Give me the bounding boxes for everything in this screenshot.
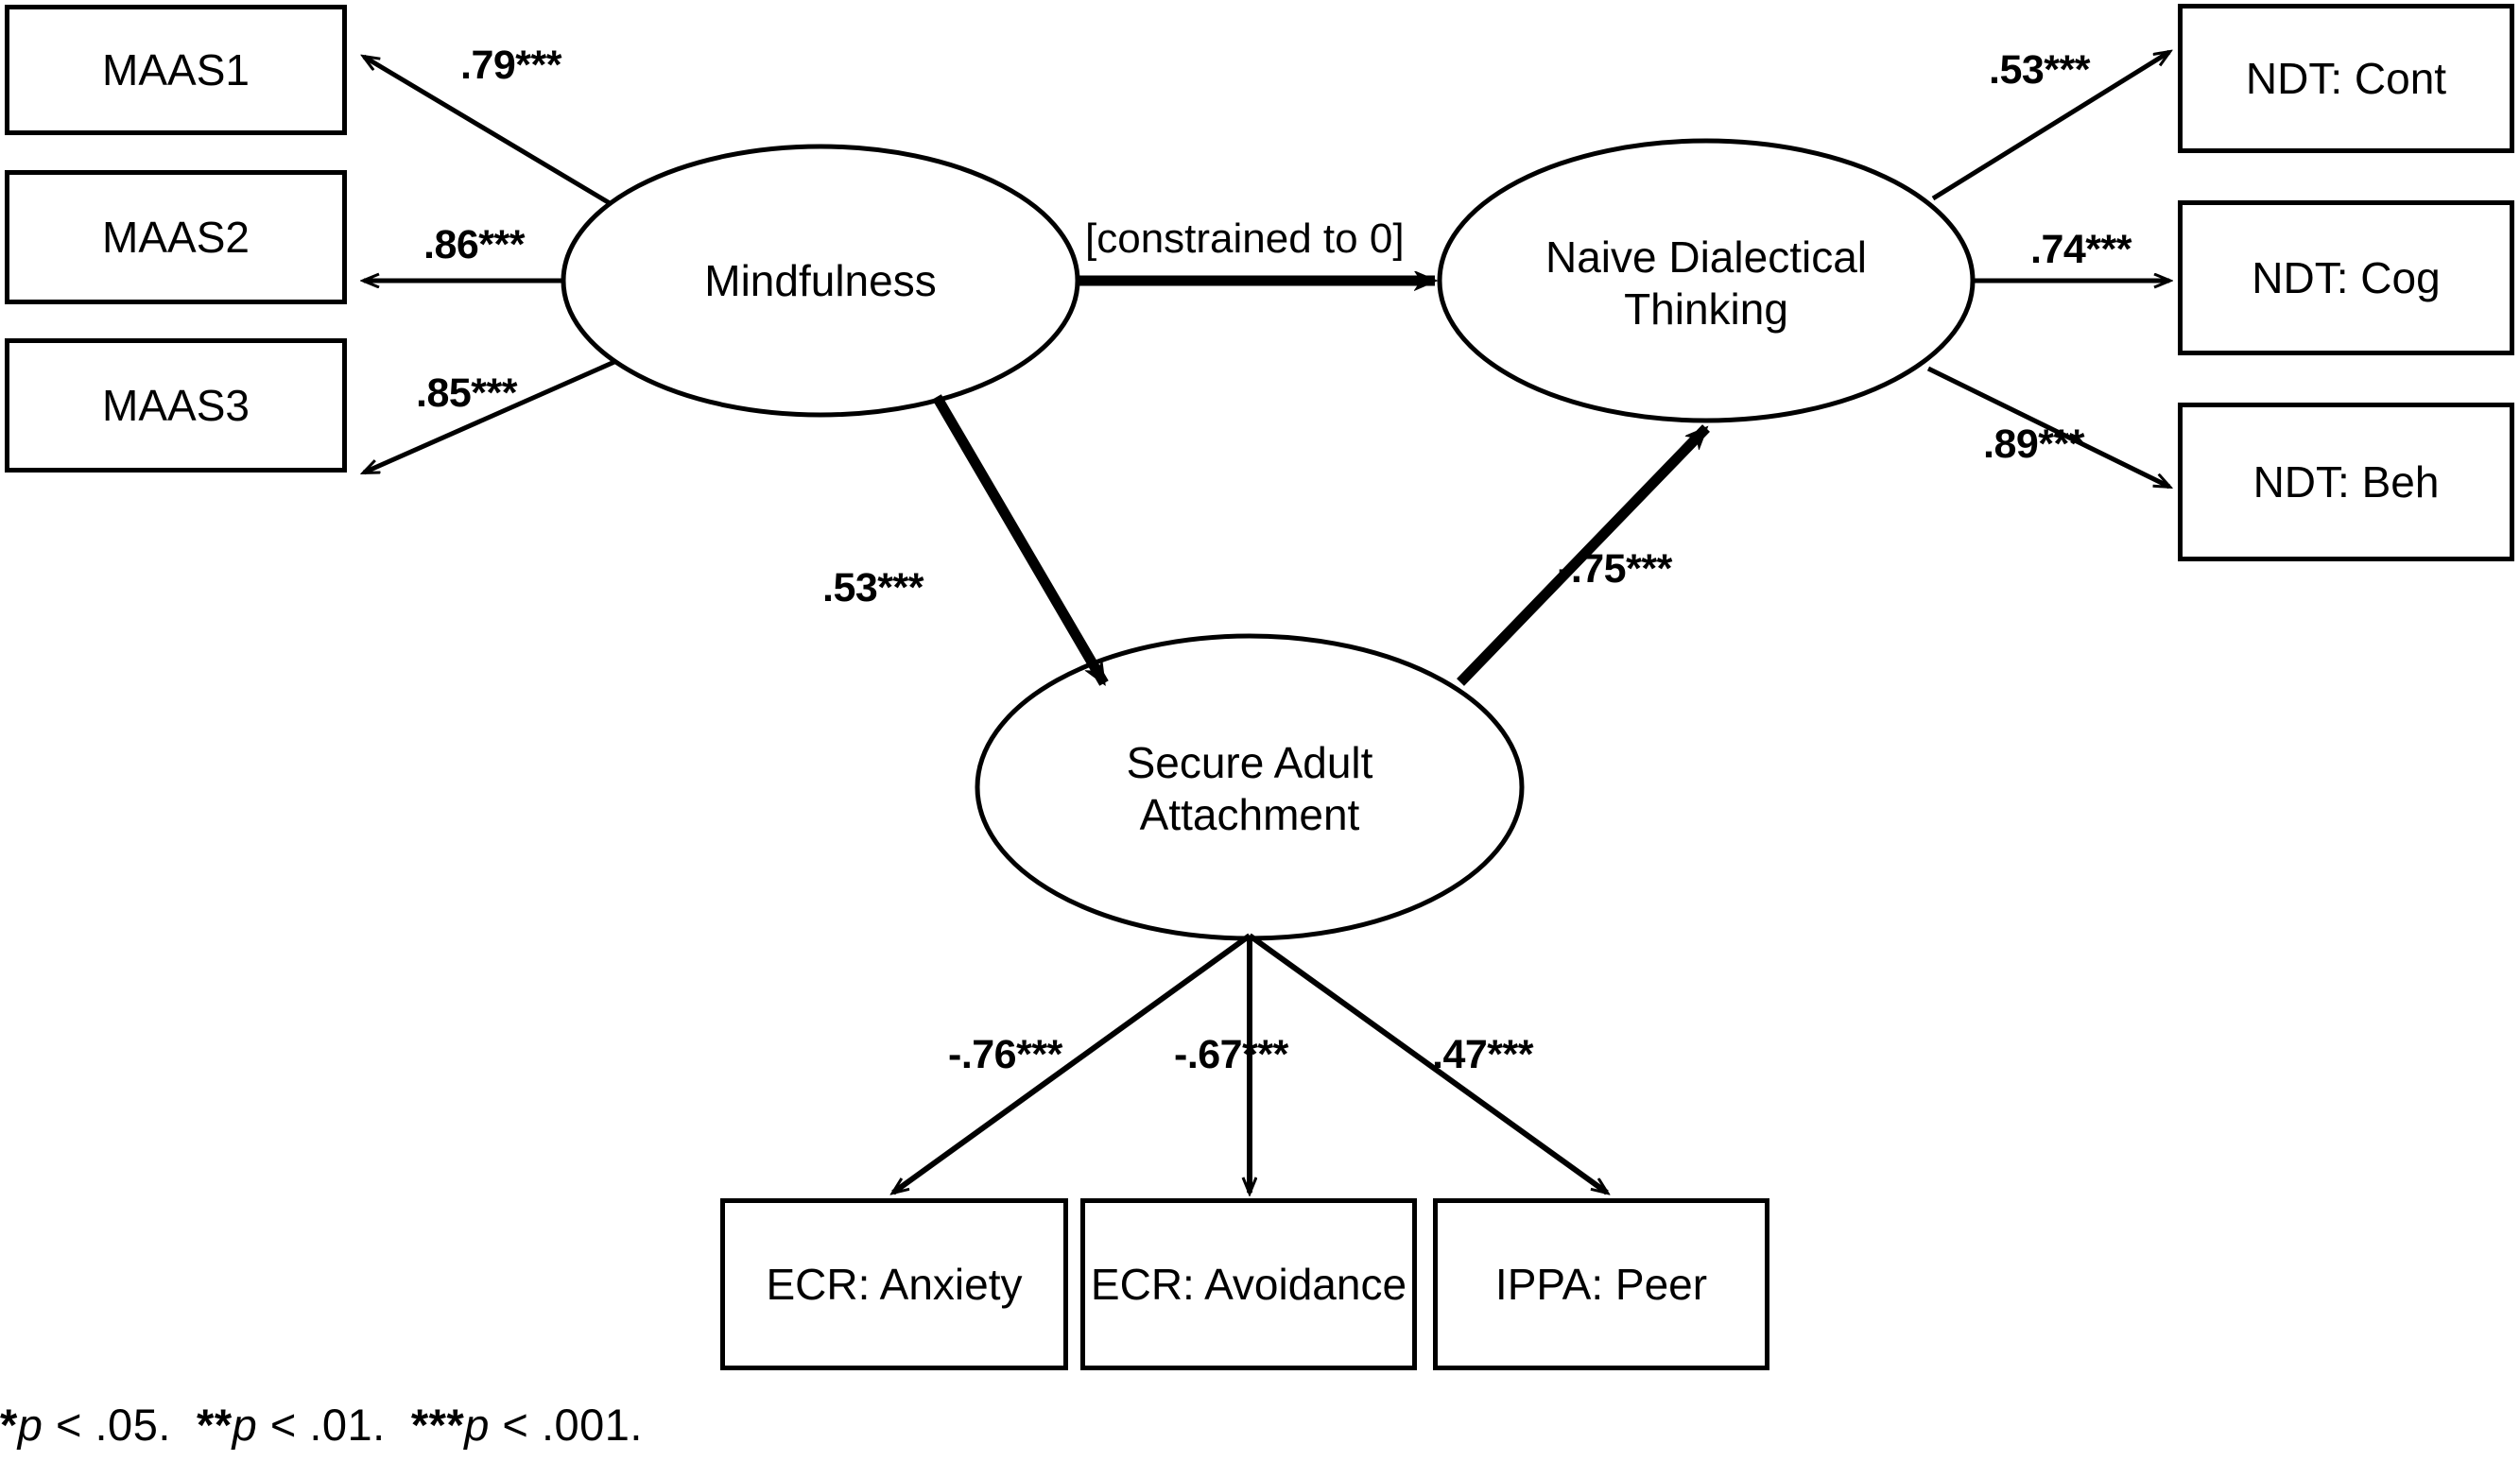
observed-box-ndt-beh-label: NDT: Beh [2252,456,2440,507]
path-label-mindfulness-ndt: [constrained to 0] [1085,215,1405,263]
observed-box-ndt-beh[interactable]: NDT: Beh [2178,403,2514,561]
path-line-attachment-ippapeer [1248,933,1607,1193]
footnote-star-3: *** [410,1400,465,1450]
path-label-attachment-ndt: -.75*** [1558,546,1672,593]
footnote-p-symbol-1: p [17,1400,43,1450]
observed-box-ecr-anxiety-label: ECR: Anxiety [766,1259,1023,1309]
footnote-star-2: ** [197,1400,233,1450]
observed-box-maas2[interactable]: MAAS2 [5,170,347,304]
footnote-p-symbol-3: p [464,1400,490,1450]
path-line-mindfulness-maas3 [364,359,616,475]
observed-box-ndt-cont-label: NDT: Cont [2245,53,2447,103]
path-label-ndt-cont: .53*** [1989,47,2090,94]
latent-ellipse-naive-dialectical-thinking [1437,138,1976,423]
observed-box-ndt-cont[interactable]: NDT: Cont [2178,4,2514,153]
path-label-ndt-beh-text: .89*** [1983,421,2084,467]
observed-box-ecr-avoidance[interactable]: ECR: Avoidance [1080,1198,1417,1370]
path-label-attachment-ndt-text: -.75*** [1558,546,1672,592]
observed-box-maas1-label: MAAS1 [102,44,250,95]
path-line-ndt-ndtbeh [1926,366,2169,490]
path-label-ecr-anxiety-text: -.76*** [948,1032,1062,1077]
path-line-ndt-ndtcont [1931,52,2169,201]
observed-box-ndt-cog[interactable]: NDT: Cog [2178,200,2514,355]
latent-ellipse-secure-adult-attachment [975,633,1525,941]
significance-footnote: *p < .05. **p < .01. ***p < .001. [0,1399,643,1451]
path-label-ecr-avoidance: -.67*** [1174,1032,1288,1078]
observed-box-maas3[interactable]: MAAS3 [5,338,347,473]
path-label-ndt-cont-text: .53*** [1989,47,2090,93]
path-label-ndt-beh: .89*** [1983,421,2084,468]
path-label-maas3-text: .85*** [416,370,517,416]
path-label-ecr-anxiety: -.76*** [948,1032,1062,1078]
observed-box-ecr-anxiety[interactable]: ECR: Anxiety [720,1198,1068,1370]
footnote-star-1: * [0,1400,18,1450]
path-label-mindfulness-attachment: .53*** [822,565,923,611]
latent-ellipse-mindfulness [561,144,1080,418]
path-line-attachment-ecranxiety [893,933,1251,1193]
path-line-mindfulness-attachment [932,394,1109,683]
path-label-mindfulness-ndt-text: [constrained to 0] [1085,215,1405,262]
observed-box-maas2-label: MAAS2 [102,212,250,262]
footnote-text-1: < .05. [43,1400,171,1450]
footnote-text-3: < .001. [489,1400,643,1450]
path-line-attachment-ndt [1457,424,1710,686]
observed-box-ndt-cog-label: NDT: Cog [2252,252,2441,302]
path-label-maas1: .79*** [460,43,561,89]
footnote-text-2: < .01. [257,1400,386,1450]
path-line-mindfulness-maas1 [364,57,612,206]
path-label-maas1-text: .79*** [460,43,561,88]
observed-box-ippa-peer-label: IPPA: Peer [1494,1259,1708,1309]
path-label-maas2-text: .86*** [423,222,525,267]
path-label-ippa-peer-text: .47*** [1432,1032,1533,1077]
observed-box-ecr-avoidance-label: ECR: Avoidance [1090,1259,1407,1309]
path-label-ippa-peer: .47*** [1432,1032,1533,1078]
path-label-ecr-avoidance-text: -.67*** [1174,1032,1288,1077]
path-label-maas2: .86*** [423,222,525,268]
observed-box-maas1[interactable]: MAAS1 [5,5,347,135]
path-label-maas3: .85*** [416,370,517,417]
footnote-p-symbol-2: p [232,1400,258,1450]
path-label-mindfulness-attachment-text: .53*** [822,565,923,610]
observed-box-ippa-peer[interactable]: IPPA: Peer [1433,1198,1769,1370]
path-label-ndt-cog-text: .74*** [2030,227,2132,272]
path-label-ndt-cog: .74*** [2030,227,2132,273]
observed-box-maas3-label: MAAS3 [102,380,250,430]
